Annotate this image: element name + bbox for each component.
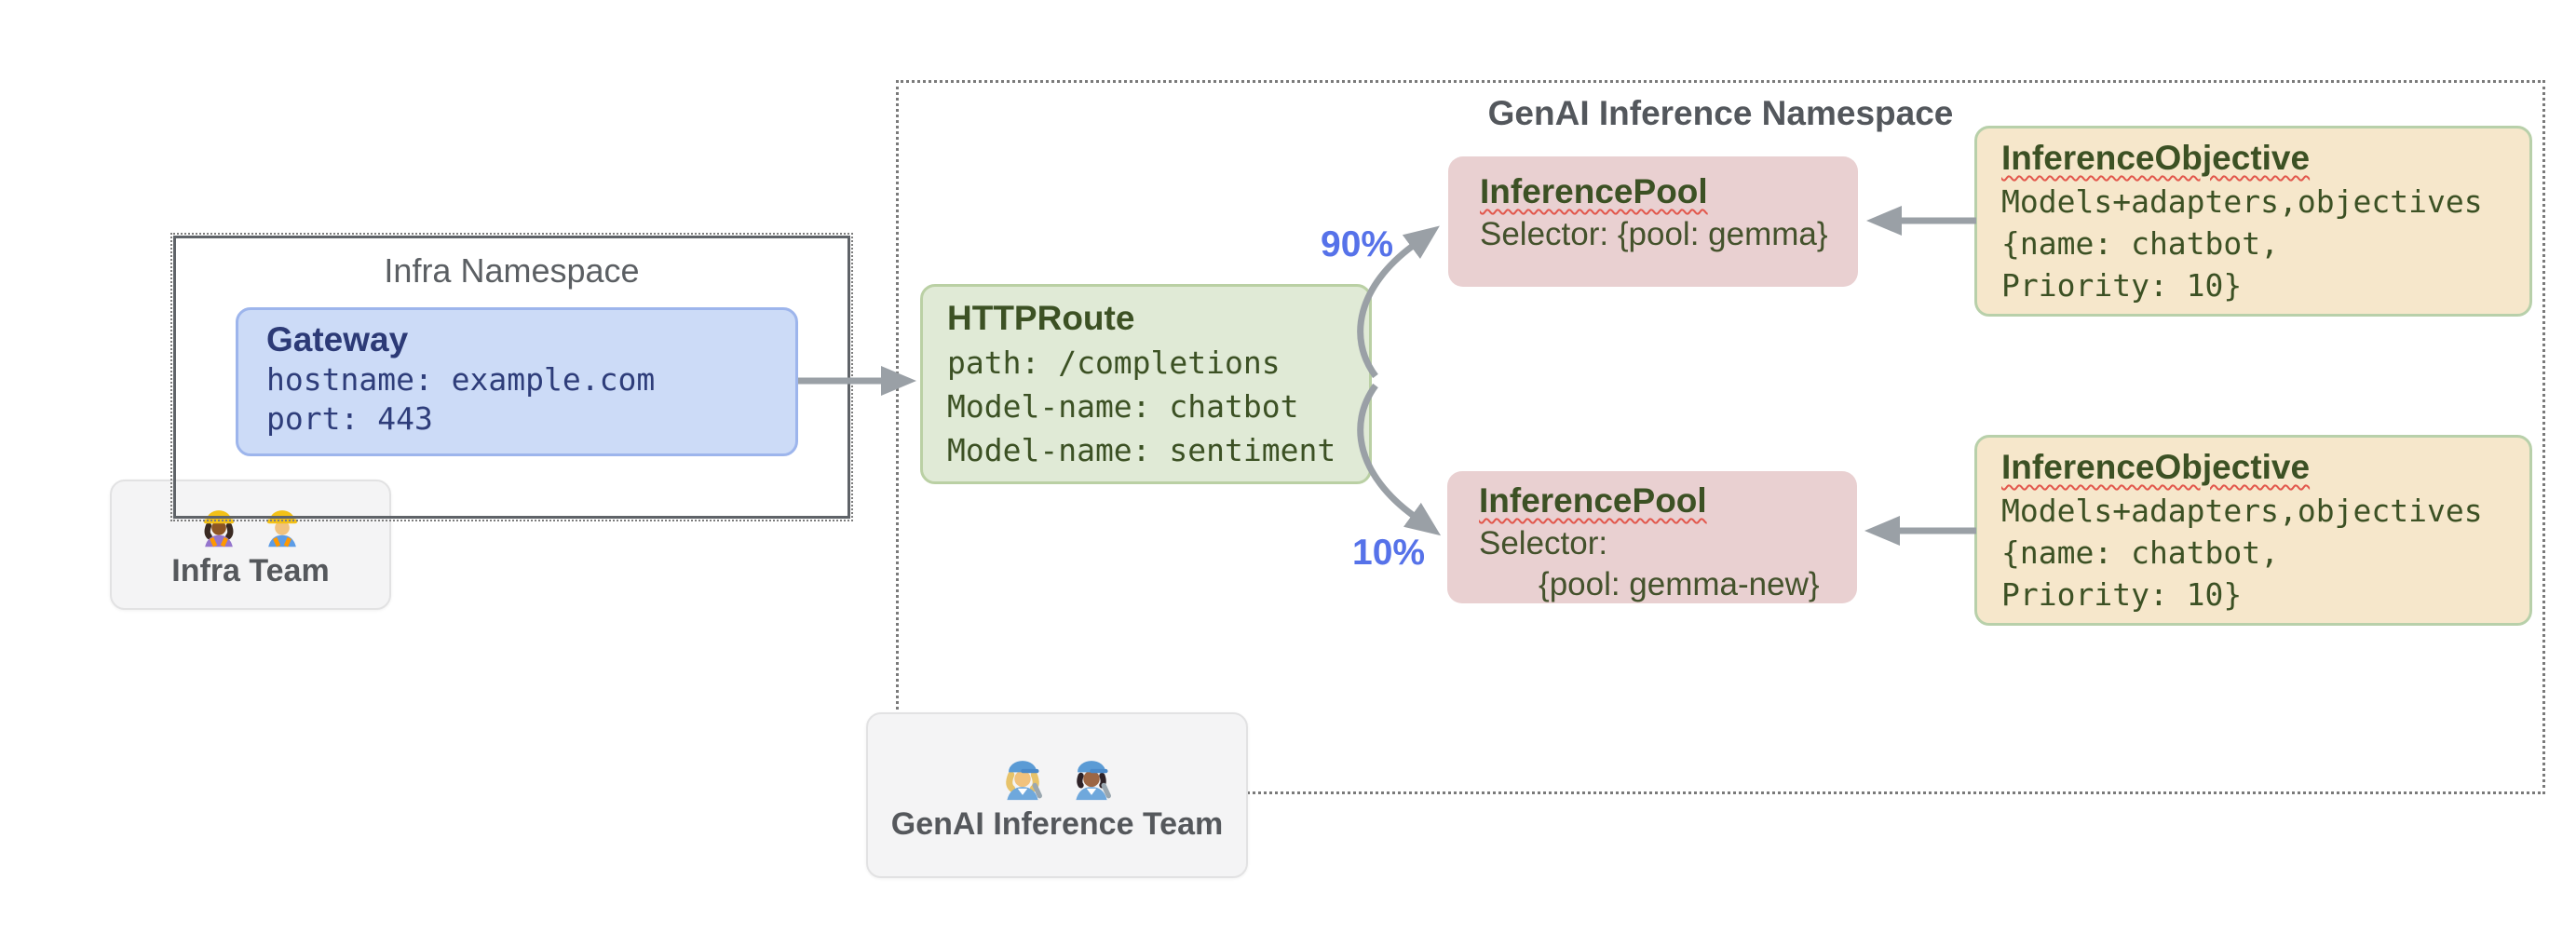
gateway-box: Gateway hostname: example.com port: 443: [236, 307, 798, 456]
inference-pool-bottom-title: InferencePool: [1479, 481, 1707, 520]
genai-team-label: GenAI Inference Team: [890, 805, 1224, 842]
genai-inference-team-card: GenAI Inference Team: [866, 712, 1248, 878]
inference-objective-top-line-2: {name: chatbot,: [2001, 225, 2280, 262]
inference-objective-bottom-box: InferenceObjective Models+adapters,objec…: [1974, 435, 2532, 626]
traffic-weight-90: 90%: [1321, 224, 1394, 264]
inference-objective-bottom-line-2: {name: chatbot,: [2001, 534, 2280, 571]
inference-pool-bottom-selector: Selector:: [1479, 525, 1608, 561]
mechanic-man-icon: [1076, 760, 1111, 800]
inference-objective-top-title: InferenceObjective: [2001, 139, 2311, 177]
inference-objective-top-box: InferenceObjective Models+adapters,objec…: [1974, 126, 2532, 317]
inference-pool-top-title: InferencePool: [1480, 172, 1708, 210]
gateway-title: Gateway: [266, 320, 409, 358]
genai-inference-namespace-box: GenAI Inference Namespace: [896, 80, 2545, 794]
genai-team-people: [997, 749, 1118, 801]
inference-pool-top-selector: Selector: {pool: gemma}: [1480, 216, 1828, 252]
infra-team-card: Infra Team: [110, 480, 391, 610]
gateway-port: port: 443: [266, 400, 433, 437]
construction-worker-woman-icon: [203, 509, 235, 547]
inference-pool-top-box: InferencePool Selector: {pool: gemma}: [1448, 156, 1858, 287]
infra-team-label: Infra Team: [171, 552, 330, 588]
httproute-path: path: /completions: [947, 345, 1281, 381]
genai-inference-namespace-title: GenAI Inference Namespace: [1487, 94, 1954, 132]
inference-objective-bottom-line-1: Models+adapters,objectives: [2001, 493, 2483, 529]
infra-namespace-title: Infra Namespace: [384, 251, 640, 290]
inference-objective-bottom-title: InferenceObjective: [2001, 448, 2311, 486]
traffic-weight-10: 10%: [1352, 533, 1426, 573]
gateway-hostname: hostname: example.com: [266, 361, 656, 398]
httproute-model-1: Model-name: chatbot: [947, 388, 1299, 425]
httproute-box: HTTPRoute path: /completions Model-name:…: [920, 284, 1372, 484]
mechanic-woman-icon: [1006, 760, 1042, 800]
infra-team-people: [196, 501, 305, 548]
inference-objective-top-line-3: Priority: 10}: [2001, 267, 2243, 304]
construction-worker-man-icon: [266, 509, 298, 547]
httproute-model-2: Model-name: sentiment: [947, 432, 1336, 468]
inference-pool-bottom-selector-value: {pool: gemma-new}: [1539, 566, 1820, 602]
httproute-title: HTTPRoute: [947, 299, 1135, 337]
inference-objective-bottom-line-3: Priority: 10}: [2001, 576, 2243, 613]
inference-objective-top-line-1: Models+adapters,objectives: [2001, 183, 2483, 220]
inference-pool-bottom-box: InferencePool Selector: {pool: gemma-new…: [1447, 471, 1857, 603]
